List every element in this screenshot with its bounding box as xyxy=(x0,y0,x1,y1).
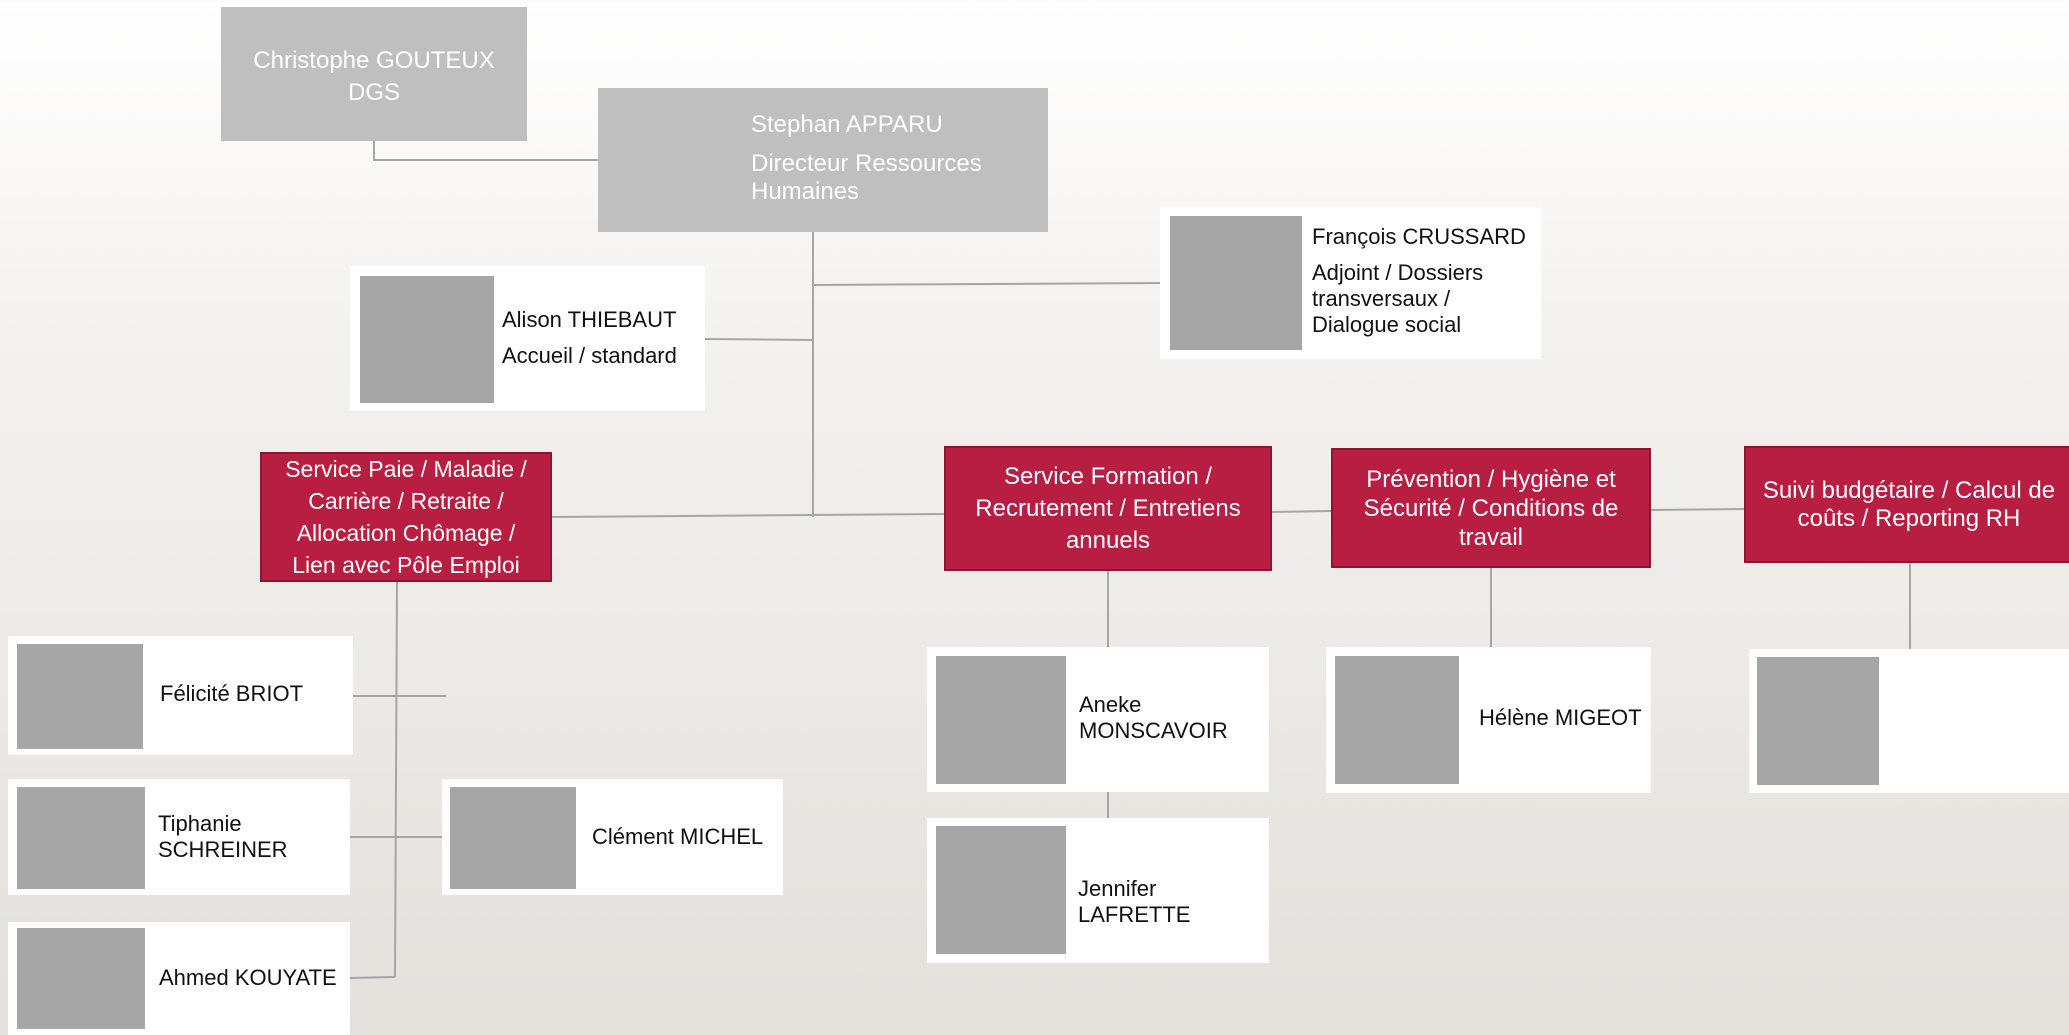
service-label: Service Paie / Maladie / Carrière / Retr… xyxy=(285,456,527,578)
staff-card-kouyate: Ahmed KOUYATE xyxy=(8,922,350,1035)
service-label: Prévention / Hygiène et Sécurité / Condi… xyxy=(1363,465,1619,551)
director-name: Stephan APPARU xyxy=(751,111,943,138)
photo-placeholder xyxy=(1335,656,1459,784)
staff-card-michel: Clément MICHEL xyxy=(442,779,783,895)
photo-placeholder xyxy=(17,644,143,749)
service-paie: Service Paie / Maladie / Carrière / Retr… xyxy=(260,452,552,582)
photo-placeholder xyxy=(936,826,1066,954)
staff-name: François CRUSSARD xyxy=(1312,224,1526,249)
photo-placeholder xyxy=(1170,216,1302,350)
staff-name: Aneke MONSCAVOIR xyxy=(1079,692,1228,743)
staff-name: Alison THIEBAUT xyxy=(502,307,677,332)
staff-name: Jennifer LAFRETTE xyxy=(1078,876,1191,927)
staff-card-migeot: Hélène MIGEOT xyxy=(1326,647,1651,793)
staff-role: Adjoint / Dossiers transversaux / Dialog… xyxy=(1312,260,1484,337)
photo-placeholder xyxy=(450,787,576,889)
connector-service-row xyxy=(1270,510,1333,513)
service-budget: Suivi budgétaire / Calcul de coûts / Rep… xyxy=(1744,446,2069,563)
dgs-name: Christophe GOUTEUX xyxy=(253,47,495,74)
photo-placeholder xyxy=(1757,657,1879,785)
staff-role: Accueil / standard xyxy=(502,343,677,368)
director-box: Stephan APPARU Directeur Ressources Huma… xyxy=(598,88,1048,232)
staff-name: Hélène MIGEOT xyxy=(1479,705,1642,730)
service-prevention: Prévention / Hygiène et Sécurité / Condi… xyxy=(1331,448,1651,568)
photo-placeholder xyxy=(936,656,1066,784)
service-formation: Service Formation / Recrutement / Entret… xyxy=(944,446,1272,571)
dgs-role: DGS xyxy=(347,79,400,106)
connector-service-row xyxy=(1650,508,1746,511)
staff-card-thiebaut: Alison THIEBAUT Accueil / standard xyxy=(350,266,705,411)
photo-placeholder xyxy=(360,276,494,403)
service-label: Suivi budgétaire / Calcul de coûts / Rep… xyxy=(1762,476,2056,532)
staff-card-schreiner: Tiphanie SCHREINER xyxy=(8,779,350,895)
connector-thiebaut xyxy=(704,338,814,341)
photo-placeholder xyxy=(17,928,145,1029)
service-label: Service Formation / Recrutement / Entret… xyxy=(975,462,1241,554)
connector-crussard xyxy=(812,282,1161,286)
director-role: Directeur Ressources Humaines xyxy=(751,150,982,205)
staff-card-budget xyxy=(1749,649,2069,793)
staff-card-monscavoir: Aneke MONSCAVOIR xyxy=(927,647,1269,792)
connector-service-row xyxy=(551,513,946,518)
dgs-box: Christophe GOUTEUX DGS xyxy=(221,7,527,141)
staff-name: Tiphanie SCHREINER xyxy=(158,811,288,862)
connector-dgs-director xyxy=(373,140,600,161)
staff-name: Félicité BRIOT xyxy=(160,681,304,706)
connector-paie-trunk xyxy=(394,581,398,978)
staff-name: Ahmed KOUYATE xyxy=(159,965,337,990)
photo-placeholder xyxy=(17,787,145,889)
staff-card-lafrette: Jennifer LAFRETTE xyxy=(927,818,1269,963)
staff-card-briot: Félicité BRIOT xyxy=(8,636,353,755)
staff-card-crussard: François CRUSSARD Adjoint / Dossiers tra… xyxy=(1160,207,1541,359)
connector-kouyate xyxy=(349,976,396,979)
staff-name: Clément MICHEL xyxy=(592,824,764,849)
